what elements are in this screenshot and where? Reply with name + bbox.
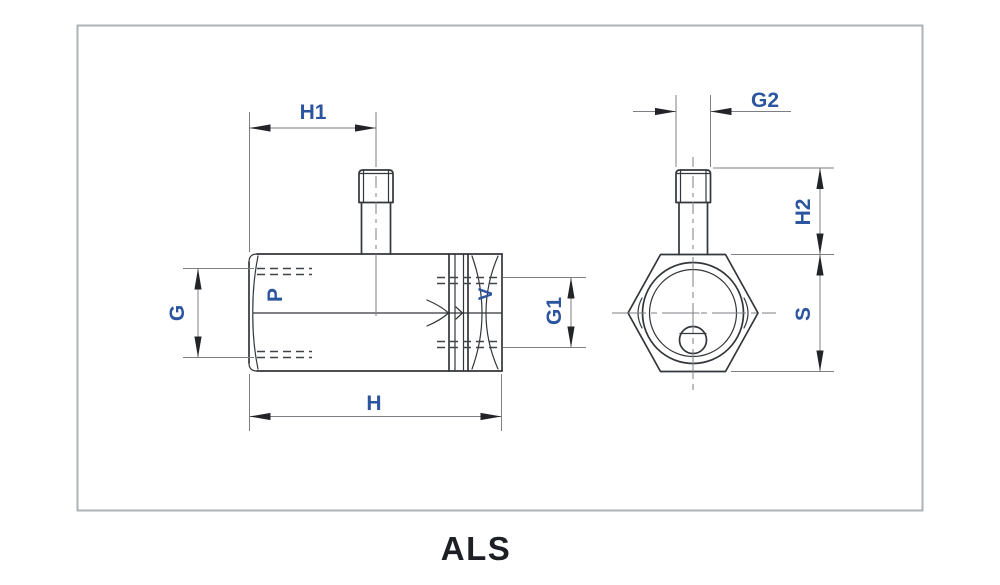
end-nut-facet-arcs bbox=[471, 255, 499, 370]
dim-g2-arrow-left bbox=[655, 107, 676, 116]
dim-g1-label: G1 bbox=[543, 297, 566, 325]
stem-side-view bbox=[358, 169, 394, 316]
dim-s: S bbox=[731, 254, 834, 372]
right-facet-arcs bbox=[426, 299, 450, 327]
center-cross bbox=[686, 306, 700, 320]
port-v-label: V bbox=[476, 287, 497, 300]
hex-outline bbox=[627, 253, 759, 373]
port-p-thread-bottom bbox=[257, 350, 312, 359]
stem-shank bbox=[678, 201, 709, 256]
dim-h2-label: H2 bbox=[792, 199, 815, 226]
left-corner-chamfers bbox=[248, 253, 258, 372]
stem-cap bbox=[358, 169, 394, 204]
side-view: H1 G H G1 P V bbox=[166, 101, 586, 431]
dim-s-arrow-bottom bbox=[816, 350, 824, 372]
model-caption: ALS bbox=[441, 530, 512, 567]
dim-h-extension-lines bbox=[249, 374, 502, 431]
dim-g2-arrow-right bbox=[710, 107, 732, 116]
port-v-thread-top bbox=[437, 276, 499, 285]
stem-cap bbox=[675, 169, 712, 204]
dim-g1-extension-lines bbox=[503, 277, 586, 348]
dim-g-arrow-top bbox=[194, 268, 202, 290]
stem-cap-thread-lines bbox=[359, 169, 393, 204]
dim-s-arrow-top bbox=[816, 254, 824, 276]
dim-g: G bbox=[166, 268, 254, 358]
dim-g2-extension-lines bbox=[675, 95, 711, 167]
groove-facet-point bbox=[455, 306, 464, 320]
dim-h2-arrow-top bbox=[816, 168, 824, 189]
left-facet-arcs bbox=[252, 255, 259, 370]
dim-g1-arrow-top bbox=[567, 277, 575, 299]
dim-h: H bbox=[249, 374, 502, 431]
dim-g1-arrow-bottom bbox=[567, 326, 575, 348]
port-p-thread-top bbox=[257, 267, 312, 276]
port-p-label: P bbox=[264, 288, 287, 302]
dim-h2-extension-lines bbox=[713, 167, 834, 255]
stem-cap-thread-lines bbox=[676, 169, 711, 204]
dim-h1-arrow-left bbox=[249, 124, 271, 132]
dim-h-label: H bbox=[366, 392, 381, 415]
stem-end-view bbox=[675, 157, 712, 256]
dim-h1-label: H1 bbox=[300, 101, 327, 124]
dim-g-label: G bbox=[166, 305, 189, 321]
port-v-thread-bottom bbox=[437, 340, 499, 349]
dim-h1-arrow-right bbox=[355, 124, 376, 132]
dim-g2: G2 bbox=[633, 89, 791, 167]
dim-g-arrow-bottom bbox=[194, 336, 202, 358]
dim-h-arrow-left bbox=[249, 412, 271, 421]
groove-lines bbox=[454, 253, 465, 372]
dim-h-arrow-right bbox=[480, 412, 502, 421]
dim-h1-extension-lines bbox=[249, 112, 377, 252]
dim-h2-arrow-bottom bbox=[816, 233, 824, 255]
dim-g2-label: G2 bbox=[751, 89, 779, 112]
dim-g1: G1 bbox=[503, 277, 586, 348]
end-view: G2 H2 S bbox=[612, 89, 834, 392]
hex-body bbox=[612, 253, 776, 392]
stem-shank bbox=[360, 201, 392, 255]
dim-h2: H2 bbox=[713, 167, 834, 255]
port-thread-dashes bbox=[257, 267, 499, 359]
dim-s-label: S bbox=[792, 307, 815, 321]
dim-h1: H1 bbox=[249, 101, 377, 252]
dim-g-extension-lines bbox=[183, 268, 254, 358]
valve-body-outline bbox=[248, 253, 503, 372]
drawing-frame bbox=[76, 24, 924, 512]
